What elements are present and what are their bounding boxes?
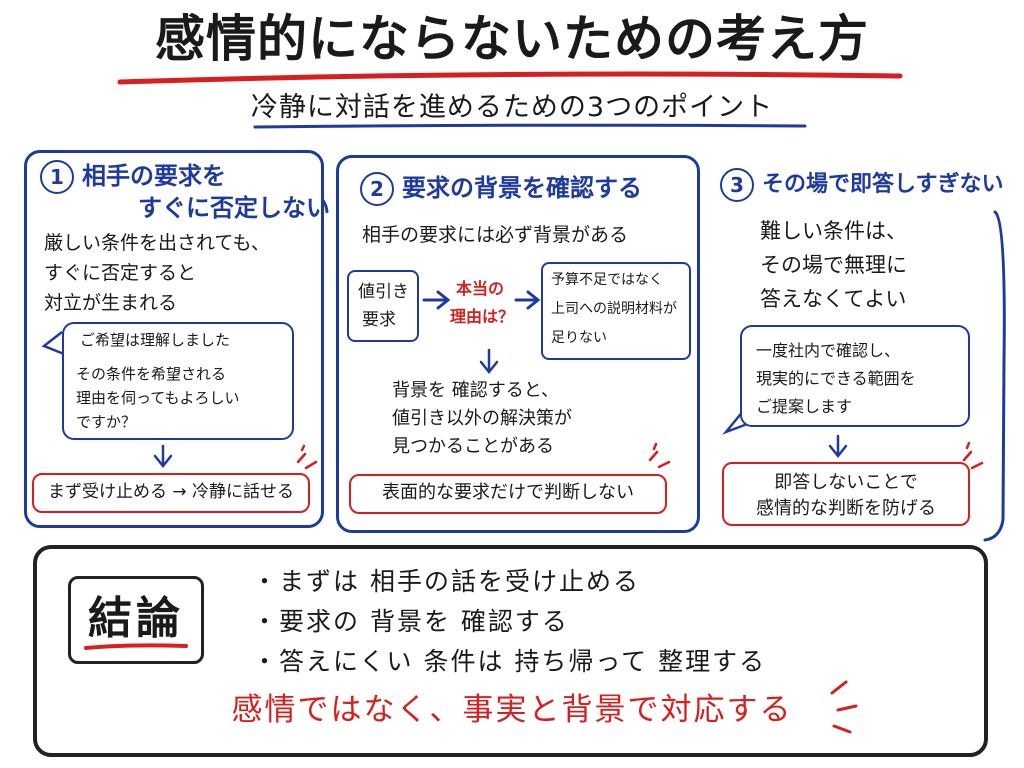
- panel-1-bubble-top: ご希望は理解しました: [80, 331, 231, 349]
- panel-1-bubble-line-1: その条件を希望される: [76, 365, 227, 383]
- panel-3-speech-bubble: [740, 325, 970, 427]
- panel-2-number: 2: [360, 172, 394, 206]
- panel-2-body-1: 背景を 確認すると、: [392, 380, 560, 401]
- page-subtitle: 冷静に対話を進めるための3つのポイント: [250, 92, 774, 123]
- panel-2: [336, 155, 700, 533]
- panel-2-lead: 相手の要求には必ず背景がある: [362, 224, 629, 246]
- emphasis-mark-final: [830, 680, 858, 734]
- emphasis-mark-1: [296, 444, 318, 470]
- panel-2-middle-1: 本当の: [456, 279, 505, 298]
- panel-1-bubble-line-3: ですか？: [76, 413, 137, 431]
- panel-1-bubble-line-2: 理由を伺ってもよろしい: [76, 389, 240, 407]
- emphasis-mark-2: [648, 442, 671, 469]
- panel-1-heading-2: すぐに否定しない: [138, 194, 330, 222]
- panel-3-body-3: 答えなくてよい: [760, 287, 907, 311]
- panel-3-body-2: その場で無理に: [760, 253, 907, 277]
- panel-3-bubble-line-1: 一度社内で確認し、: [756, 341, 901, 360]
- ketsuron-underline: [84, 643, 188, 650]
- panel3-bracket: [983, 210, 1006, 542]
- panel-3-number: 3: [720, 168, 754, 202]
- conclusion-bullets: ・まずは 相手の話を受け止める ・要求の 背景を 確認する ・答えにくい 条件は…: [252, 562, 766, 682]
- panel-2-box-right-3: 足りない: [551, 330, 607, 346]
- panel-1: [24, 150, 324, 528]
- conclusion-box: [33, 545, 988, 757]
- panel-1-body-2: すぐに否定すると: [44, 262, 197, 284]
- panel-2-box-left-2: 要求: [362, 310, 396, 330]
- panel-1-speech-bubble: [62, 322, 294, 440]
- panel-2-result: 表面的な要求だけで判断しない: [349, 474, 667, 514]
- conclusion-label: 結論: [68, 576, 204, 664]
- arrow-right-2a: [422, 290, 451, 310]
- panel-2-box-left-1: 値引き: [358, 282, 409, 302]
- panel-1-result: まず受け止める → 冷静に話せる: [32, 473, 310, 513]
- panel-2-box-right-2: 上司への説明材料が: [551, 301, 677, 317]
- panel-2-box-right: [541, 262, 691, 360]
- panel-2-body-2: 値引き以外の解決策が: [392, 408, 572, 429]
- panel-1-body-3: 対立が生まれる: [44, 292, 178, 314]
- panel-3-body-1: 難しい条件は、: [760, 219, 907, 243]
- conclusion-final: 感情ではなく、事実と背景で対応する: [231, 692, 793, 728]
- panel-3-result: 即答しないことで 感情的な判断を防げる: [722, 462, 970, 526]
- arrow-right-2b: [514, 290, 541, 310]
- panel-1-body-1: 厳しい条件を出されても、: [44, 232, 270, 254]
- arrow-down-1: [153, 444, 173, 469]
- panel-3-result-2: 感情的な判断を防げる: [756, 498, 936, 519]
- panel-2-box-left: [347, 270, 419, 342]
- page-title: 感情的にならないための考え方: [155, 10, 869, 68]
- arrow-down-3: [828, 434, 848, 459]
- conclusion-bullet-3: ・答えにくい 条件は 持ち帰って 整理する: [252, 647, 767, 676]
- title-underline: [117, 71, 903, 85]
- panel-2-box-right-1: 予算不足ではなく: [551, 272, 663, 288]
- panel-1-number: 1: [40, 160, 74, 194]
- panel-2-middle-2: 理由は？: [450, 307, 515, 326]
- arrow-down-2: [479, 348, 499, 375]
- subtitle-underline: [253, 123, 807, 129]
- panel-3-result-1: 即答しないことで: [774, 472, 918, 493]
- conclusion-bullet-2: ・要求の 背景を 確認する: [252, 607, 569, 636]
- panel-3-bubble-line-3: ご提案します: [756, 397, 853, 416]
- conclusion-bullet-1: ・まずは 相手の話を受け止める: [252, 567, 640, 596]
- panel-3-bubble-line-2: 現実的にできる範囲を: [756, 369, 916, 388]
- bubble1-tail: [41, 331, 65, 356]
- panel-2-body-3: 見つかることがある: [392, 436, 554, 457]
- emphasis-mark-3: [962, 441, 984, 470]
